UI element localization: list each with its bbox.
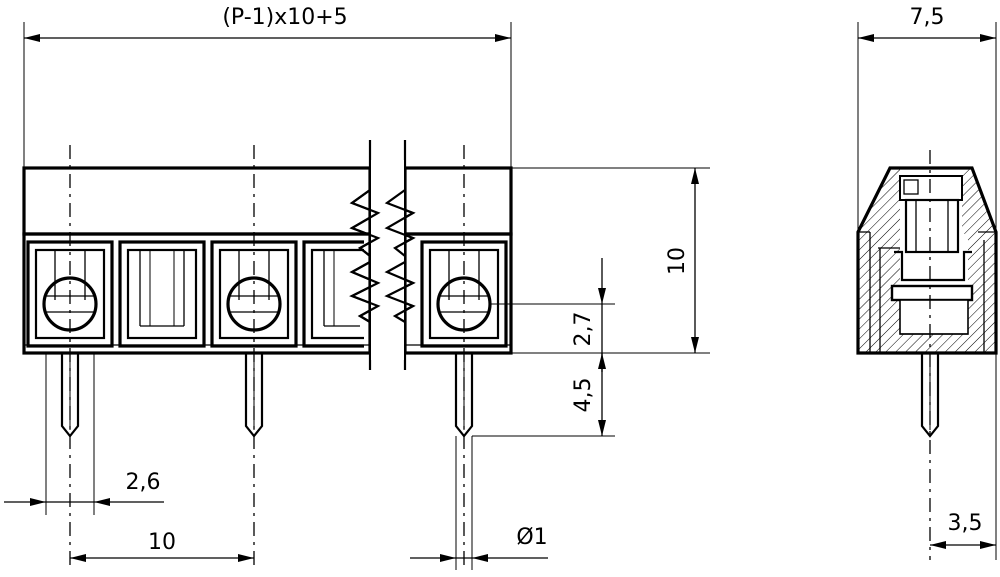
- dim-overall-length: (P-1)x10+5: [222, 5, 347, 30]
- housing-top-left: [22, 166, 372, 236]
- dim-pin-length: 4,5: [571, 378, 596, 413]
- dim-side-width: 7,5: [910, 5, 945, 30]
- wire-entry-cell-b: [302, 240, 364, 348]
- dim-height-total: 10: [665, 247, 690, 275]
- dim-side-pin-offset: 3,5: [948, 511, 983, 536]
- dim-pin-diameter: Ø1: [516, 525, 547, 550]
- housing-body-left: [22, 232, 372, 355]
- side-pin: [920, 351, 940, 438]
- pin-2: [244, 351, 264, 438]
- front-dimensions: (P-1)x10+5 10 2,7 4,5 2,6 10: [4, 5, 710, 570]
- pin-1: [60, 351, 80, 438]
- dim-pin-offset: 2,7: [571, 312, 596, 347]
- side-dimensions: 7,5 3,5: [857, 5, 997, 560]
- housing-top-right: [403, 166, 513, 236]
- pin-3: [454, 351, 474, 438]
- dim-edge-to-pin: 2,6: [126, 470, 161, 495]
- dim-pitch: 10: [148, 530, 176, 555]
- side-view: [856, 150, 998, 560]
- wire-entry-cell-a: [118, 240, 206, 348]
- front-view: [22, 140, 513, 570]
- pins: [60, 351, 474, 438]
